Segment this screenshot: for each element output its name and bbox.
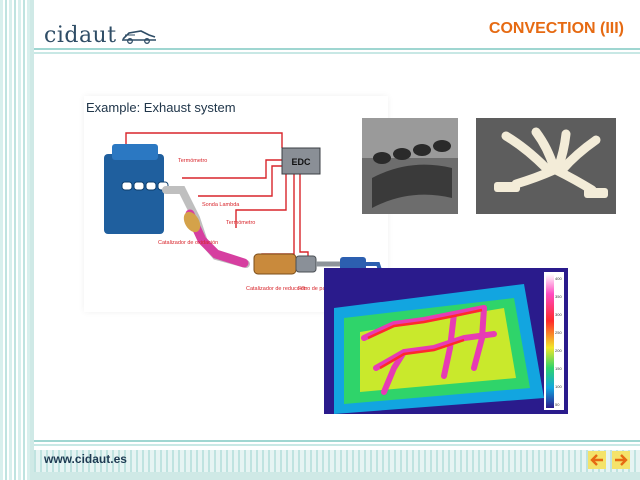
reduction-converter xyxy=(253,253,297,275)
scale-tick-2: 300 xyxy=(555,312,562,317)
oxidation-catalyst xyxy=(183,211,201,233)
diagram-caption: Example: Exhaust system xyxy=(86,100,236,115)
slide-navigation xyxy=(588,451,630,469)
scale-tick-3: 250 xyxy=(555,330,562,335)
lambda-label: Sonda Lambda xyxy=(202,202,240,208)
scale-tick-0: 400 xyxy=(555,276,562,281)
exhaust-system-diagram: EDC Termómetro Sonda Lambda Catalizador xyxy=(104,132,382,292)
prototype-manifold-photo xyxy=(476,118,616,214)
catalyst-label: Catalizador de oxidación xyxy=(158,240,218,246)
metal-manifold-photo xyxy=(362,118,458,214)
footer-bar xyxy=(34,450,640,472)
arrow-right-icon xyxy=(615,454,628,466)
engine-block xyxy=(104,144,169,234)
footer-bottom-band xyxy=(34,472,640,480)
cidaut-logo: cidaut xyxy=(44,20,157,50)
sensor-mid-label: Termómetro xyxy=(226,220,255,226)
ecu-label: EDC xyxy=(291,157,311,167)
footer-divider xyxy=(34,440,640,448)
scale-tick-7: 50 xyxy=(555,402,560,407)
filter-label: Filtro de partículas xyxy=(298,286,343,292)
ecu-box xyxy=(281,147,321,175)
muffler xyxy=(340,257,366,271)
thermal-gradient xyxy=(546,274,554,408)
scale-tick-1: 350 xyxy=(555,294,562,299)
scale-tick-6: 100 xyxy=(555,384,562,389)
scale-tick-5: 150 xyxy=(555,366,562,371)
slide-content: Example: Exhaust system EDC xyxy=(34,56,640,440)
footer-url-link[interactable]: www.cidaut.es xyxy=(44,452,127,466)
particle-filter xyxy=(295,255,317,273)
slide-footer: www.cidaut.es xyxy=(34,440,640,480)
logo-text: cidaut xyxy=(44,22,117,48)
converter-label: Catalizador de reducción xyxy=(246,286,307,292)
car-icon xyxy=(121,30,156,44)
arrow-left-icon xyxy=(590,454,603,466)
slide-header: cidaut CONVECTION (III) xyxy=(34,0,640,56)
thermal-image: 400 350 300 250 200 150 100 50 xyxy=(324,268,568,414)
left-decorative-stripes xyxy=(0,0,34,480)
header-divider xyxy=(34,48,640,56)
scale-tick-4: 200 xyxy=(555,348,562,353)
next-slide-button[interactable] xyxy=(612,451,630,469)
sensor-top-label: Termómetro xyxy=(178,158,207,164)
slide-title: CONVECTION (III) xyxy=(488,20,624,37)
prev-slide-button[interactable] xyxy=(588,451,606,469)
